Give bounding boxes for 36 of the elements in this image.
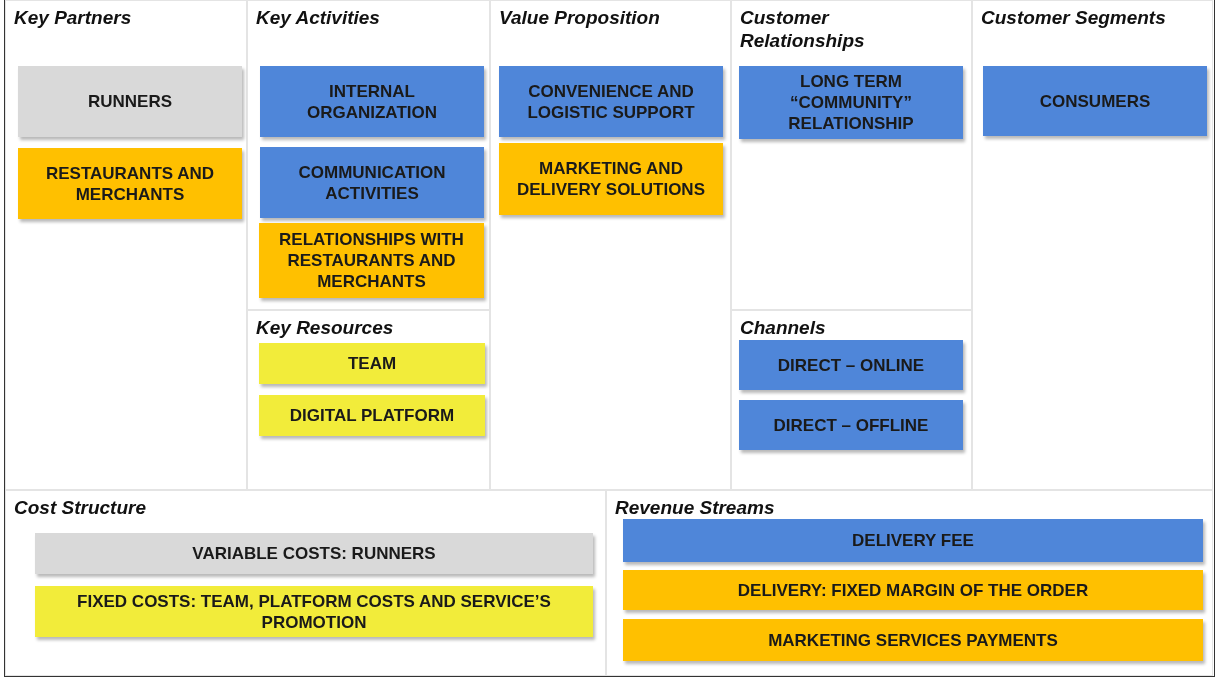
- section-heading: Customer Relationships: [740, 6, 866, 52]
- sticky-note: RESTAURANTS AND MERCHANTS: [18, 148, 242, 219]
- canvas-section: [5, 0, 247, 490]
- sticky-note: DELIVERY: FIXED MARGIN OF THE ORDER: [623, 570, 1203, 610]
- sticky-note: RELATIONSHIPS WITH RESTAURANTS AND MERCHANTS: [259, 223, 484, 298]
- sticky-note: CONSUMERS: [983, 66, 1207, 136]
- sticky-note: DIRECT – OFFLINE: [739, 400, 963, 450]
- section-heading: Customer Segments: [981, 6, 1167, 29]
- sticky-note: CONVENIENCE AND LOGISTIC SUPPORT: [499, 66, 723, 137]
- sticky-note: MARKETING SERVICES PAYMENTS: [623, 619, 1203, 661]
- sticky-note: COMMUNICATION ACTIVITIES: [260, 147, 484, 218]
- canvas-section: [731, 0, 972, 310]
- canvas-section: [490, 0, 731, 490]
- sticky-note: DIGITAL PLATFORM: [259, 395, 485, 436]
- section-heading: Cost Structure: [14, 496, 147, 519]
- canvas-section: [247, 310, 490, 490]
- canvas-section: [731, 310, 972, 490]
- sticky-note: LONG TERM “COMMUNITY” RELATIONSHIP: [739, 66, 963, 139]
- sticky-note: TEAM: [259, 343, 485, 384]
- section-heading: Value Proposition: [499, 6, 661, 29]
- section-heading: Revenue Streams: [615, 496, 776, 519]
- sticky-note: RUNNERS: [18, 66, 242, 137]
- sticky-note: FIXED COSTS: TEAM, PLATFORM COSTS AND SERVICE’S PROMOTION: [35, 586, 593, 637]
- canvas-section: [606, 490, 1213, 676]
- canvas-section: [972, 0, 1213, 490]
- section-heading: Channels: [740, 316, 827, 339]
- canvas-section: [5, 490, 606, 676]
- sticky-note: VARIABLE COSTS: RUNNERS: [35, 533, 593, 574]
- sticky-note: DELIVERY FEE: [623, 519, 1203, 562]
- section-heading: Key Resources: [256, 316, 395, 339]
- section-heading: Key Partners: [14, 6, 133, 29]
- sticky-note: DIRECT – ONLINE: [739, 340, 963, 390]
- sticky-note: INTERNAL ORGANIZATION: [260, 66, 484, 137]
- sticky-note: MARKETING AND DELIVERY SOLUTIONS: [499, 143, 723, 215]
- canvas-section: [247, 0, 490, 310]
- section-heading: Key Activities: [256, 6, 381, 29]
